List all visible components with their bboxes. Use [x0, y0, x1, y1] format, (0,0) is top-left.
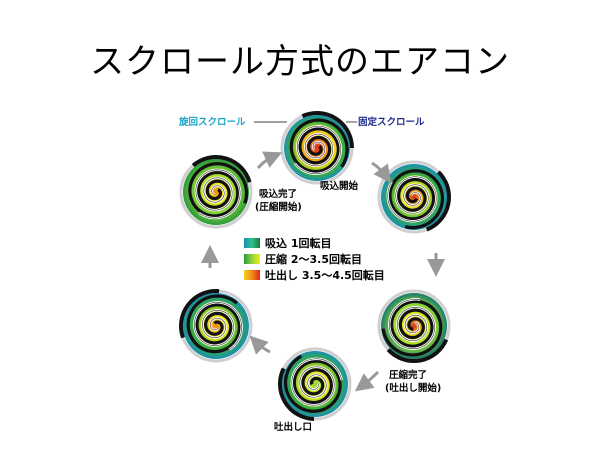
arrow-left-to-top — [256, 151, 283, 169]
legend-text-discharge: 吐出し 3.5〜4.5回転目 — [265, 268, 385, 282]
scroll-outer-arc — [301, 111, 354, 149]
arrow-bottom-to-left — [249, 335, 271, 355]
fixed-scroll-spiral — [381, 299, 443, 357]
scroll-outer-arc — [179, 289, 220, 339]
label-suction-start: 吸込開始 — [320, 180, 359, 192]
label-compression-complete-2: (吐出し開始) — [385, 382, 441, 394]
label-discharge-port: 吐出し口 — [274, 421, 312, 433]
orbiting-scroll-outline — [387, 176, 437, 222]
fixed-scroll-spiral — [283, 354, 342, 413]
legend-text-compression: 圧縮 2〜3.5回転目 — [265, 252, 362, 266]
legend: 吸込 1回転目 圧縮 2〜3.5回転目 吐出し 3.5〜4.5回転目 — [244, 236, 385, 282]
fixed-scroll-spiral — [188, 162, 249, 218]
fixed-scroll-spiral — [388, 169, 445, 230]
scroll-disc-discharge — [278, 347, 352, 421]
label-fixed-scroll: 固定スクロール — [358, 116, 425, 128]
page-title: スクロール方式のエアコン — [90, 42, 510, 82]
orbiting-scroll-outline — [195, 169, 241, 219]
orbiting-scroll-outline — [294, 125, 342, 175]
scroll-disc-compression-complete — [377, 289, 451, 363]
scroll-disc-discharge-2 — [179, 289, 253, 363]
scroll-outer-arc — [386, 338, 449, 363]
scroll-outer-arc — [425, 170, 451, 232]
orbiting-scroll-outline — [291, 358, 343, 406]
label-compression-complete-1: 圧縮完了 — [389, 369, 427, 381]
orbiting-scroll-outline — [388, 298, 436, 350]
scroll-outer-arc — [278, 367, 315, 421]
fixed-scroll-spiral — [289, 118, 349, 174]
arrow-right-to-bottom — [354, 370, 380, 392]
legend-text-suction: 吸込 1回転目 — [265, 236, 331, 250]
fixed-scroll-spiral — [186, 294, 242, 354]
label-suction-complete-1: 吸込完了 — [259, 188, 297, 200]
label-suction-complete-2: (圧縮開始) — [255, 201, 302, 213]
scroll-disc-compression-1 — [377, 160, 451, 234]
legend-swatch-suction — [244, 238, 260, 248]
scroll-disc-suction-complete — [179, 155, 253, 229]
legend-swatch-compression — [244, 254, 260, 264]
cycle-arrows — [201, 151, 445, 392]
legend-swatch-discharge — [244, 270, 260, 280]
scroll-outer-arc — [191, 155, 252, 183]
orbiting-scroll-outline — [194, 302, 242, 350]
label-orbiting-scroll: 旋回スクロール — [178, 116, 246, 128]
scroll-disc-suction-start — [280, 111, 354, 185]
arrow-top-to-right — [371, 161, 392, 184]
